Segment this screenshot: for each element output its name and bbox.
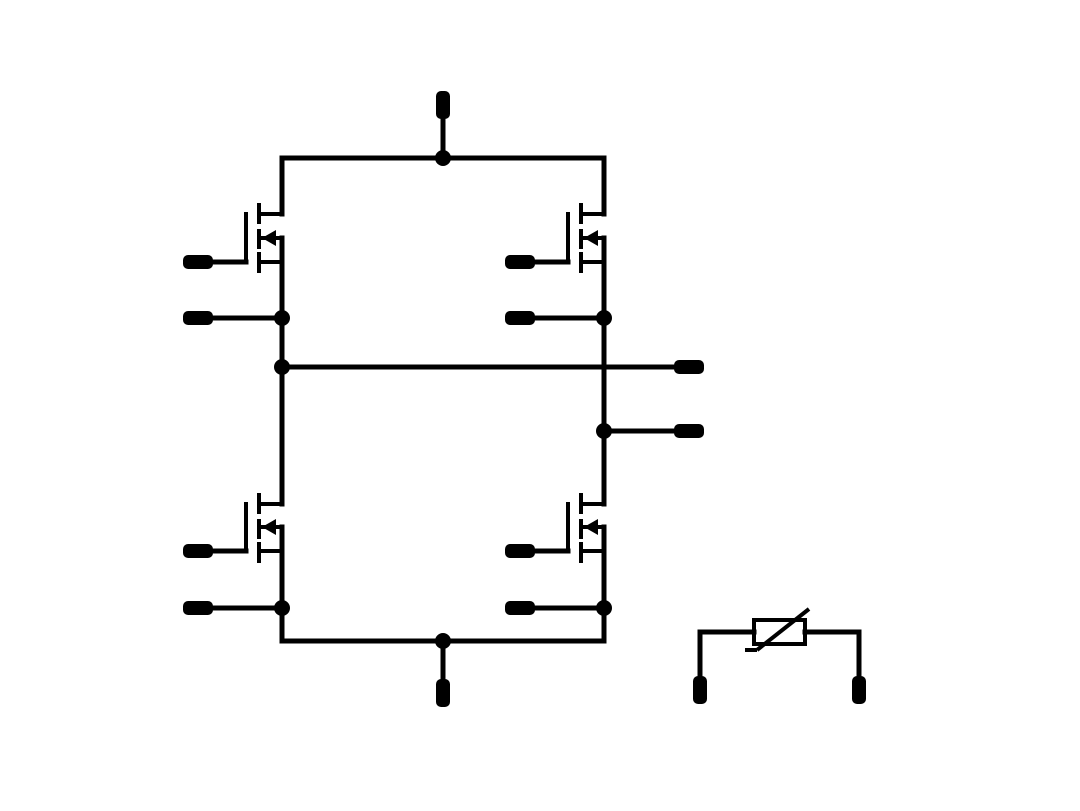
q3-gate-pin[interactable] bbox=[183, 544, 213, 558]
mosfet-q1 bbox=[183, 203, 290, 326]
q1-body-diode-arrow bbox=[262, 230, 276, 246]
q3-body-diode-arrow bbox=[262, 519, 276, 535]
output-b-pin[interactable] bbox=[674, 424, 704, 438]
q1-source-junction bbox=[274, 310, 290, 326]
q1-sense-pin[interactable] bbox=[183, 311, 213, 325]
output-b-net bbox=[596, 423, 704, 439]
bottom-supply-pin[interactable] bbox=[436, 679, 450, 707]
output-a-pin[interactable] bbox=[674, 360, 704, 374]
output-a-junction bbox=[274, 359, 290, 375]
thermistor-slash bbox=[755, 607, 811, 652]
q1-gate-pin[interactable] bbox=[183, 255, 213, 269]
top-junction bbox=[435, 150, 451, 166]
q2-gate-pin[interactable] bbox=[505, 255, 535, 269]
thermistor-pin-right[interactable] bbox=[852, 676, 866, 704]
q2-body-diode-arrow bbox=[584, 230, 598, 246]
output-a-net bbox=[274, 359, 704, 375]
q2-sense-pin[interactable] bbox=[505, 311, 535, 325]
q3-sense-pin[interactable] bbox=[183, 601, 213, 615]
q2-source-junction bbox=[596, 310, 612, 326]
bottom-rail bbox=[279, 633, 607, 707]
mosfet-q4 bbox=[505, 493, 612, 616]
thermistor bbox=[693, 607, 866, 704]
q4-source-junction bbox=[596, 600, 612, 616]
thermistor-pin-left[interactable] bbox=[693, 676, 707, 704]
q4-gate-pin[interactable] bbox=[505, 544, 535, 558]
top-supply-pin[interactable] bbox=[436, 91, 450, 119]
mosfet-q2 bbox=[505, 203, 612, 326]
top-rail bbox=[279, 91, 607, 166]
q3-source-junction bbox=[274, 600, 290, 616]
bottom-junction bbox=[435, 633, 451, 649]
q4-sense-pin[interactable] bbox=[505, 601, 535, 615]
mosfet-q3 bbox=[183, 493, 290, 616]
q4-body-diode-arrow bbox=[584, 519, 598, 535]
output-b-junction bbox=[596, 423, 612, 439]
